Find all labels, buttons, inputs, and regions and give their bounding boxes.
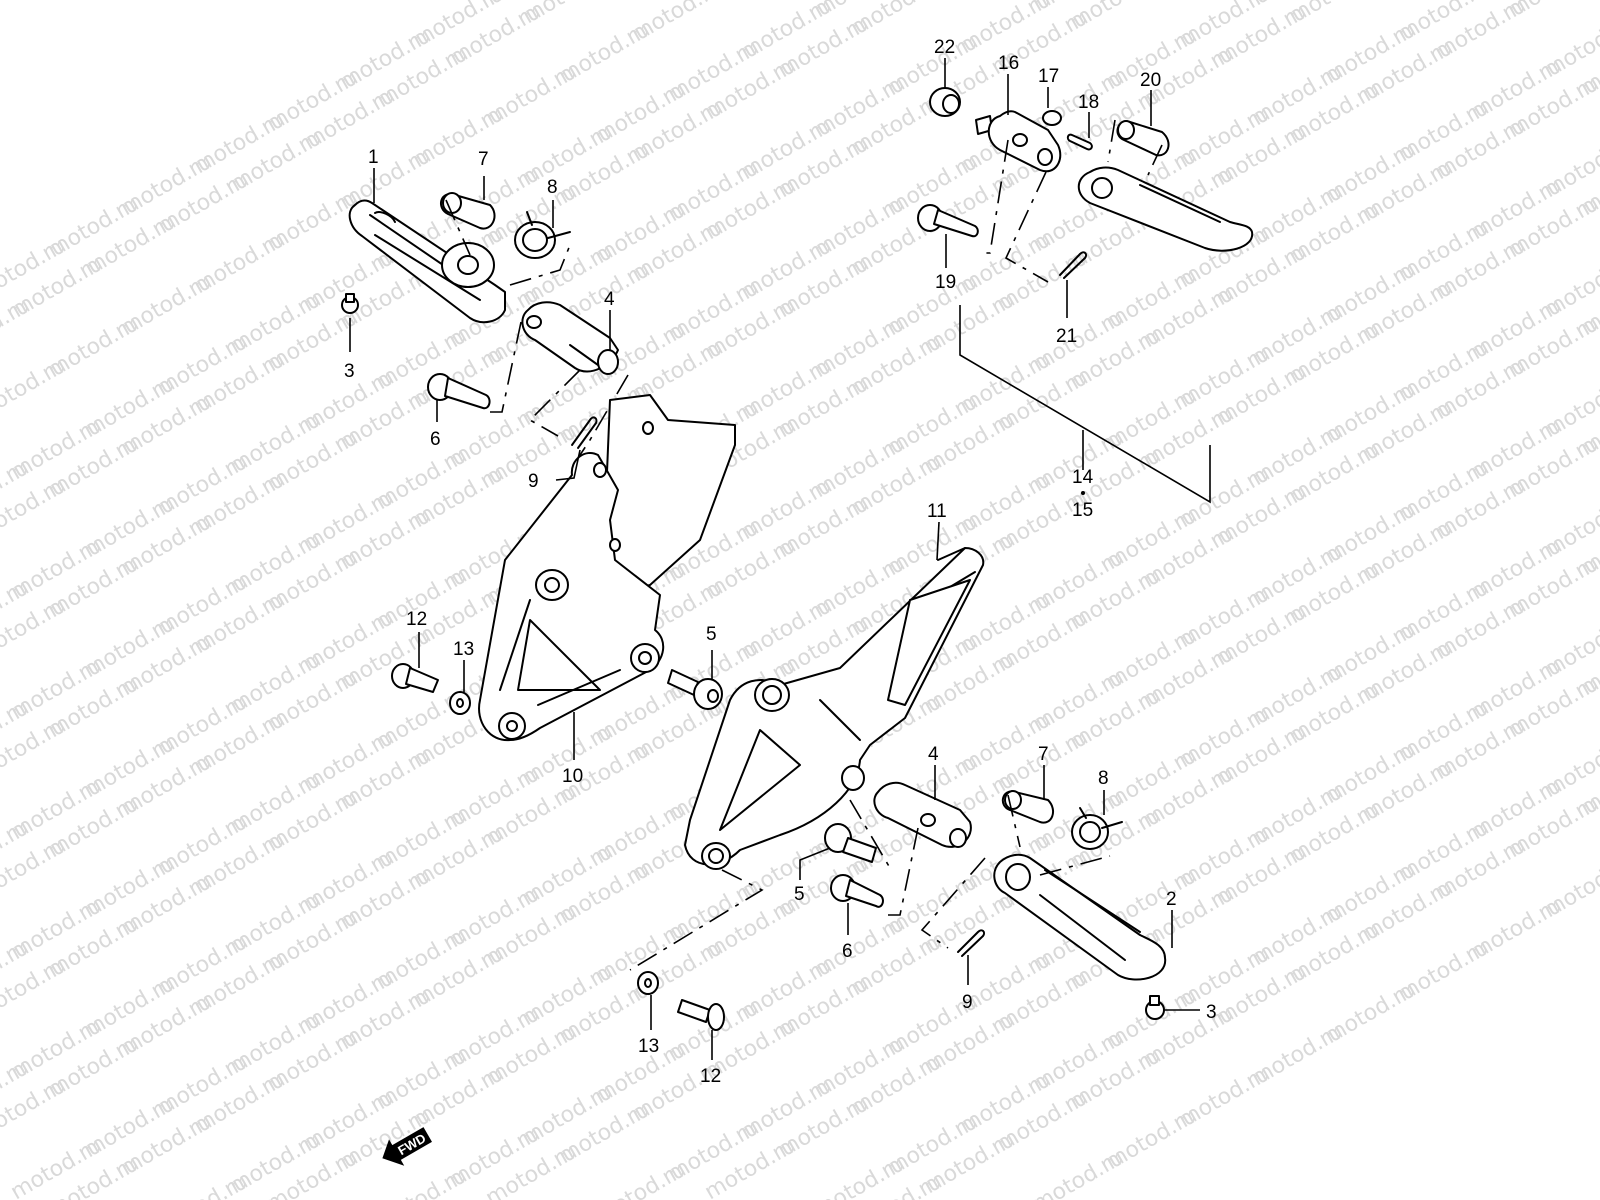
- callout-7: 7: [478, 149, 489, 170]
- callout-9: 9: [528, 471, 539, 492]
- callout-19: 19: [935, 272, 956, 293]
- callout-11: 11: [927, 501, 947, 522]
- leader-lines: [349, 58, 1200, 1060]
- part-8-spring-lower[interactable]: [1071, 807, 1123, 850]
- part-1-footrest-left[interactable]: [348, 199, 506, 324]
- part-8-spring[interactable]: [514, 211, 571, 259]
- callout-6b: 6: [842, 941, 853, 962]
- callout-1: 1: [368, 147, 379, 168]
- callout-10: 10: [562, 766, 583, 787]
- part-4-bracket-lower[interactable]: [873, 781, 972, 848]
- part-5-bolt-upper[interactable]: [667, 669, 723, 710]
- part-9-cotter-upper[interactable]: [571, 416, 598, 449]
- callout-12b: 12: [700, 1066, 721, 1087]
- callout-6: 6: [430, 429, 441, 450]
- callout-4b: 4: [928, 744, 939, 765]
- callout-13: 13: [453, 639, 474, 660]
- part-13-washer-left[interactable]: [449, 691, 471, 715]
- part-9-cotter-lower[interactable]: [957, 929, 986, 957]
- part-3-stud-upper[interactable]: [341, 293, 359, 314]
- part-5-bolt-lower[interactable]: [824, 823, 877, 863]
- part-3-stud-lower[interactable]: [1145, 995, 1165, 1020]
- callout-20: 20: [1140, 70, 1161, 91]
- callout-3: 3: [344, 361, 355, 382]
- callout-5b: 5: [794, 884, 805, 905]
- assembly-line: [1147, 144, 1163, 176]
- callout-8b: 8: [1098, 768, 1109, 789]
- assembly-line: [849, 799, 891, 869]
- callout-5: 5: [706, 624, 717, 645]
- part-12-screw-lower[interactable]: [677, 999, 725, 1031]
- part-11-footrest-plate-right[interactable]: [684, 547, 985, 870]
- callout-8: 8: [547, 177, 558, 198]
- part-18-spring[interactable]: [1066, 133, 1093, 151]
- assembly-line: [509, 244, 571, 286]
- callout-12: 12: [406, 609, 427, 630]
- assembly-line: [920, 857, 986, 949]
- callout-17: 17: [1038, 66, 1059, 87]
- part-21-cotter-pin[interactable]: [1059, 251, 1088, 279]
- part-2-footrest-right[interactable]: [993, 853, 1167, 981]
- callout-3b: 3: [1206, 1002, 1217, 1023]
- assembly-line: [982, 139, 1009, 254]
- callout-14: 14: [1072, 467, 1094, 488]
- callout-separator-dot: [1081, 491, 1085, 495]
- part-4-bracket-upper[interactable]: [521, 301, 619, 375]
- group-bracket-14: [959, 305, 1211, 504]
- part-6-pin-upper[interactable]: [427, 373, 491, 410]
- assembly-line: [1107, 119, 1116, 163]
- part-10-footrest-plate-left[interactable]: [478, 394, 736, 742]
- callout-7b: 7: [1038, 744, 1049, 765]
- part-22-nut[interactable]: [929, 87, 961, 117]
- callout-16: 16: [998, 53, 1019, 74]
- assembly-line: [629, 869, 764, 971]
- part-17-ball[interactable]: [1042, 110, 1062, 126]
- assembly-line: [1039, 855, 1111, 876]
- fwd-direction-arrow: FWD: [382, 1127, 432, 1166]
- part-13-washer-lower[interactable]: [637, 971, 659, 995]
- assembly-line: [1004, 171, 1049, 283]
- callout-13b: 13: [638, 1036, 659, 1057]
- assembly-line: [490, 321, 522, 413]
- part-12-screw-left[interactable]: [391, 663, 439, 693]
- callout-labels: 1 7 8 3 4 6 9 12 13 5 10 11 4 7 8 5 6 9 …: [344, 37, 1217, 1087]
- part-6-pin-lower[interactable]: [830, 874, 884, 908]
- assembly-line: [528, 369, 581, 437]
- part-7-roller[interactable]: [439, 192, 496, 230]
- callout-15: 15: [1072, 500, 1093, 521]
- callout-9b: 9: [962, 992, 973, 1013]
- callout-18: 18: [1078, 92, 1099, 113]
- part-rear-footrest[interactable]: [1077, 166, 1254, 252]
- assembly-line: [1007, 794, 1021, 848]
- part-20-roller[interactable]: [1116, 120, 1170, 157]
- callout-2: 2: [1166, 889, 1177, 910]
- assembly-line: [888, 827, 919, 916]
- callout-21: 21: [1056, 326, 1077, 347]
- callout-22: 22: [934, 37, 955, 58]
- callout-4: 4: [604, 289, 615, 310]
- part-7-roller-lower[interactable]: [1001, 790, 1055, 824]
- assembly-line: [445, 199, 471, 256]
- part-19-rear-pin[interactable]: [917, 204, 979, 238]
